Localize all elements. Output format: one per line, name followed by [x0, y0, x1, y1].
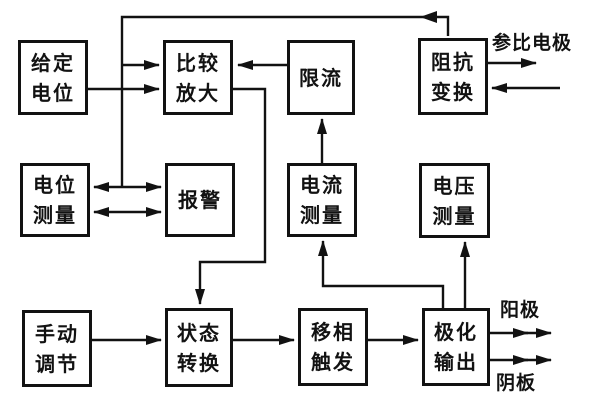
block-manual-adjust: 手动 调节: [22, 310, 92, 387]
feedback-direction-arrow: [420, 11, 437, 23]
block-alarm: 报警: [165, 163, 235, 237]
label-reference-electrode: 参比电极: [492, 32, 573, 54]
block-state-convert: 状态 转换: [165, 308, 233, 387]
block-current-measure: 电流 测量: [287, 163, 357, 237]
block-potential-measure: 电位 测量: [20, 163, 90, 237]
wire-compare-to-state: [195, 87, 267, 305]
block-compare-amplify: 比较 放大: [163, 40, 233, 115]
wire-feedback-bus: [120, 15, 450, 186]
block-polarization-output: 极化 输出: [422, 308, 490, 386]
block-phase-shift-trigger: 移相 触发: [298, 308, 368, 386]
label-cathode-plate: 阴板: [496, 372, 537, 394]
block-current-limit: 限流: [287, 40, 355, 115]
label-anode: 阳极: [500, 299, 541, 321]
wire-polar-to-currentmeasure: [318, 240, 445, 308]
block-voltage-measure: 电压 测量: [419, 163, 490, 238]
block-impedance-transform: 阻抗 变换: [418, 38, 488, 115]
block-given-potential: 给定 电位: [18, 40, 88, 115]
